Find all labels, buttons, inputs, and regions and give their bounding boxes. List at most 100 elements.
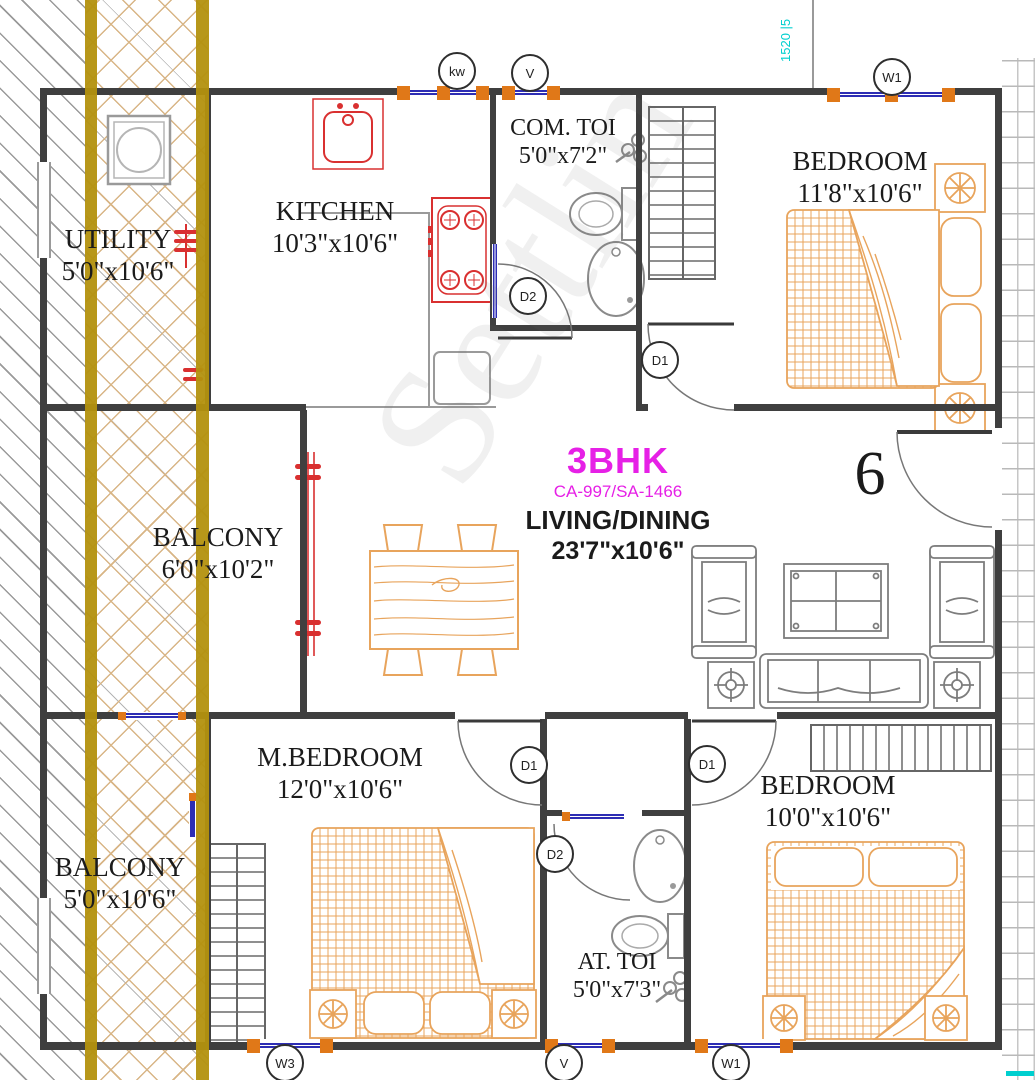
sofa-set — [691, 545, 995, 709]
dimension-tick — [1006, 1071, 1034, 1076]
window-frame — [397, 86, 410, 100]
marker-w1-top: W1 — [873, 58, 911, 96]
window-frame — [942, 88, 955, 102]
window-glass — [545, 1043, 615, 1048]
room-size: 5'0"x7'2" — [518, 143, 608, 170]
door-main-entrance — [896, 430, 993, 528]
room-size: 11'8"x10'6" — [797, 177, 923, 208]
marker-label: V — [559, 1055, 569, 1071]
room-name: KITCHEN — [275, 196, 395, 226]
bedroom-top-label: BEDROOM 11'8"x10'6" — [755, 146, 965, 210]
wall-bottom — [40, 1042, 1002, 1050]
wall-bedroomtop-living — [636, 404, 1002, 411]
bed-bedroom-top — [786, 163, 986, 433]
room-size: 5'0"x10'6" — [63, 883, 177, 914]
room-size: 5'0"x10'6" — [61, 255, 175, 286]
marker-label: kw — [449, 63, 465, 79]
plumbing-valve-utility — [174, 224, 198, 268]
window-glass — [190, 801, 195, 837]
marker-w3-bottom: W3 — [266, 1044, 304, 1080]
bed-m-bedroom — [309, 827, 537, 1039]
room-name: BEDROOM — [792, 146, 928, 176]
wardrobe-bedroom-bottom — [810, 724, 992, 772]
wall-comtoi-bottom — [490, 325, 642, 331]
room-name: AT. TOI — [577, 949, 657, 975]
wash-basin-com — [587, 241, 645, 317]
kitchen-sink — [312, 98, 384, 170]
marker-label: D2 — [546, 846, 564, 862]
window-frame — [695, 1039, 708, 1053]
site-boundary-bar-left — [85, 0, 97, 1080]
room-name: M.BEDROOM — [257, 742, 423, 772]
door-d2-com-toilet — [497, 263, 573, 340]
window-frame — [547, 86, 560, 100]
window-glass — [562, 814, 624, 819]
wall-right — [995, 88, 1002, 1050]
window-frame — [437, 86, 450, 100]
kitchen-label: KITCHEN 10'3"x10'6" — [230, 196, 440, 260]
room-size: 6'0"x10'2" — [161, 553, 275, 584]
window-glass — [502, 90, 560, 95]
marker-label: D1 — [698, 756, 716, 772]
toilet-wc-com — [569, 187, 639, 241]
room-name: BALCONY — [152, 522, 284, 552]
room-size: 12'0"x10'6" — [276, 773, 404, 804]
window-comtoi-top — [502, 86, 560, 100]
bedroom-bottom-label: BEDROOM 10'0"x10'6" — [728, 770, 928, 834]
at-toilet-label: AT. TOI 5'0"x7'3" — [537, 948, 697, 1005]
door-d1-m-bedroom — [457, 719, 543, 806]
marker-v-bottom: V — [545, 1044, 583, 1080]
room-name: LIVING/DINING — [525, 504, 711, 535]
door-gap-m-bedroom — [455, 712, 545, 719]
unit-title-block: 3BHK CA-997/SA-1466 LIVING/DINING 23'7"x… — [478, 440, 758, 567]
shower-mixer-at-icon — [655, 971, 689, 1003]
dining-table-set — [369, 524, 519, 676]
marker-d1-m-bedroom: D1 — [510, 746, 548, 784]
unit-reference: CA-997/SA-1466 — [553, 482, 683, 502]
window-frame — [502, 86, 515, 100]
marker-kw: kw — [438, 52, 476, 90]
kitchen-refrigerator — [433, 351, 491, 405]
bed-bedroom-bottom — [762, 841, 968, 1041]
wash-basin-at — [633, 829, 687, 903]
balcony-bottom-label: BALCONY 5'0"x10'6" — [20, 852, 220, 916]
flat-number: 6 — [854, 440, 886, 508]
door-gap-bedroom-bottom — [688, 712, 777, 719]
door-gap-bedroom-top — [648, 404, 734, 411]
kitchen-counter-edge — [300, 212, 430, 214]
door-d1-bedroom-top — [647, 322, 735, 411]
room-size: 23'7"x10'6" — [551, 537, 685, 566]
window-frame — [780, 1039, 793, 1053]
wall-comtoi-bedroom — [636, 88, 642, 410]
marker-d1-bedroom-top: D1 — [641, 341, 679, 379]
room-size: 5'0"x7'3" — [572, 977, 662, 1004]
wall-mbedroom-attoi — [540, 712, 547, 1050]
kitchen-counter-side — [428, 212, 430, 406]
window-frame — [189, 793, 196, 801]
marker-label: V — [525, 65, 535, 81]
dimension-note: 1520 |5 — [778, 18, 793, 62]
marker-d2-com: D2 — [509, 277, 547, 315]
dimension-line — [812, 0, 814, 88]
wall-kitchen-comtoi — [490, 88, 496, 331]
marker-label: W1 — [882, 69, 902, 85]
marker-w1-bottom: W1 — [712, 1044, 750, 1080]
marker-v-top: V — [511, 54, 549, 92]
room-name: BEDROOM — [760, 770, 896, 800]
window-at-toilet — [562, 812, 624, 821]
room-name: COM. TOI — [510, 115, 616, 141]
window-frame — [827, 88, 840, 102]
marker-label: W1 — [721, 1055, 741, 1071]
door-gap-main-entrance — [995, 428, 1002, 530]
wardrobe-divider — [682, 108, 684, 278]
window-kitchen-top — [397, 86, 489, 100]
window-frame — [320, 1039, 333, 1053]
window-frame — [178, 712, 186, 720]
kitchen-stove — [428, 197, 493, 303]
utility-label: UTILITY 5'0"x10'6" — [18, 224, 218, 288]
unit-type: 3BHK — [566, 440, 669, 481]
com-toilet-label: COM. TOI 5'0"x7'2" — [483, 114, 643, 171]
window-frame — [562, 812, 570, 821]
window-comtoi-jamb — [492, 244, 498, 318]
